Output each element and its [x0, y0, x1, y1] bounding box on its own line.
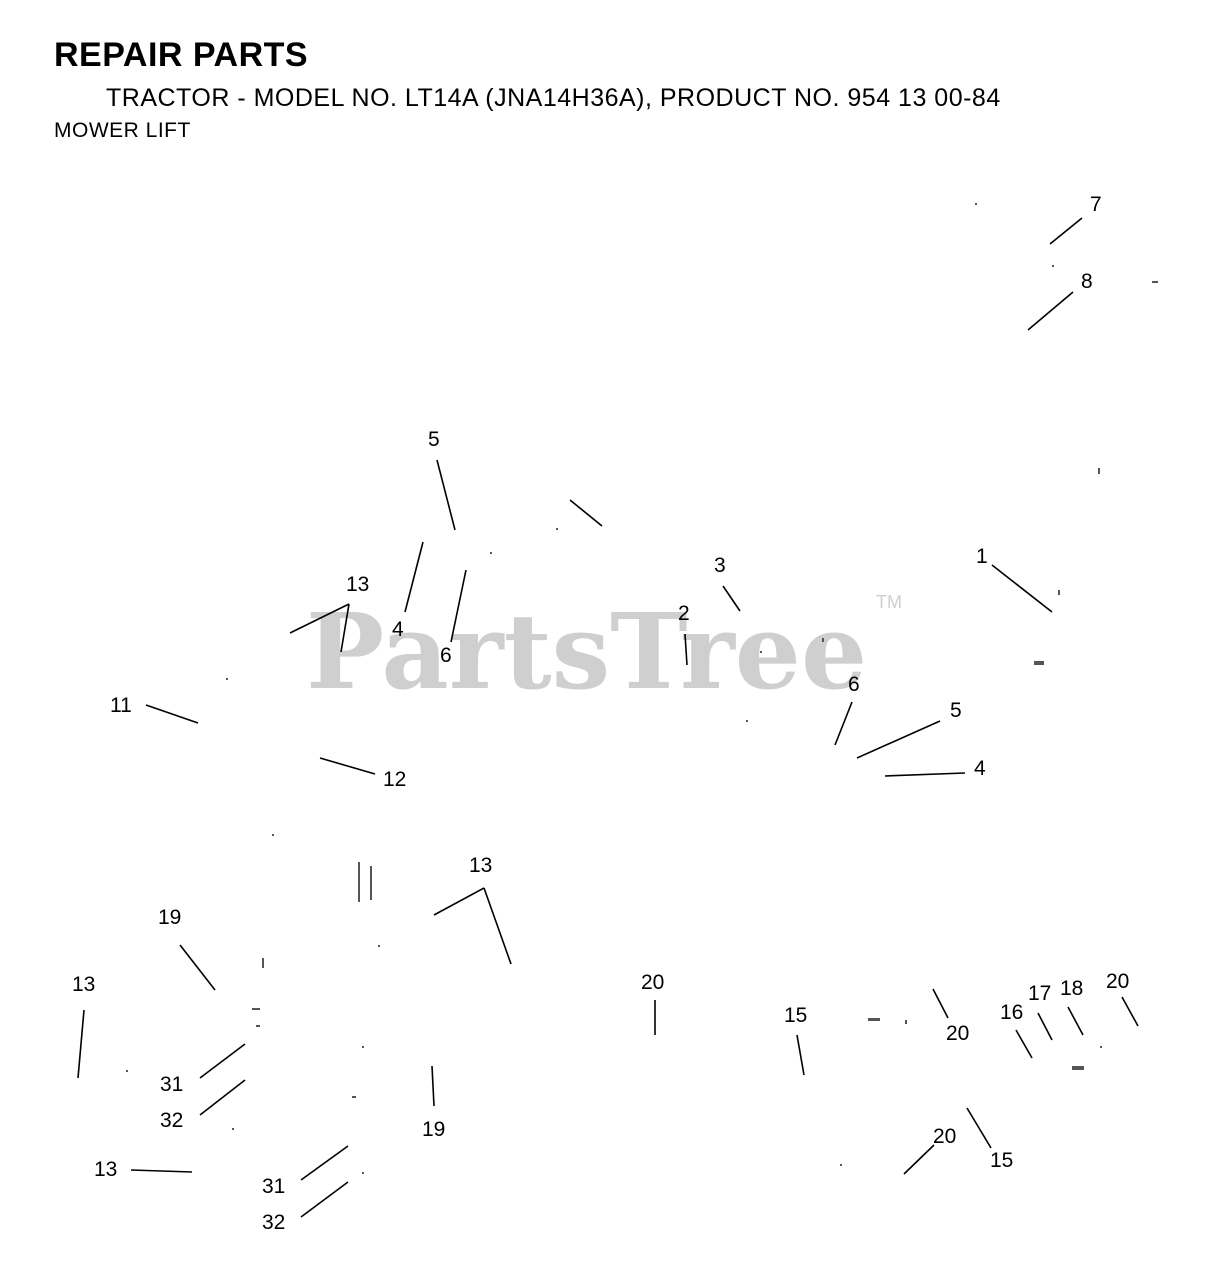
callout-11: 11	[110, 694, 132, 717]
callout-19: 19	[422, 1118, 445, 1141]
leader-20c	[1121, 996, 1139, 1027]
watermark-trademark: TM	[876, 592, 902, 612]
callout-16: 16	[1000, 1001, 1023, 1024]
leader-19a	[179, 944, 216, 991]
leader-13a-2	[340, 603, 350, 653]
callout-31: 31	[262, 1175, 285, 1198]
leader-15a	[796, 1034, 805, 1076]
leader-part-top	[569, 499, 603, 527]
leader-19b	[431, 1065, 435, 1107]
callout-7: 7	[1090, 193, 1102, 216]
leader-6a	[450, 569, 467, 643]
leader-15b	[966, 1107, 992, 1149]
callout-4: 4	[392, 618, 404, 641]
leader-1	[991, 564, 1053, 613]
leader-16	[1015, 1029, 1033, 1059]
leader-3	[722, 585, 741, 612]
leader-5a	[436, 459, 456, 531]
callout-4: 4	[974, 757, 986, 780]
callout-32: 32	[262, 1211, 285, 1234]
callout-15: 15	[990, 1149, 1013, 1172]
faint-artwork-specks	[126, 203, 1158, 1174]
leader-lines	[77, 217, 1139, 1218]
leader-8	[1027, 291, 1074, 331]
leader-4b	[884, 772, 966, 777]
page-title: REPAIR PARTS	[54, 36, 309, 74]
leader-2	[684, 633, 688, 666]
callout-20: 20	[641, 971, 664, 994]
callout-19: 19	[158, 906, 181, 929]
leader-31b	[300, 1145, 349, 1181]
callout-20: 20	[946, 1022, 969, 1045]
callout-1: 1	[976, 545, 988, 568]
callout-18: 18	[1060, 977, 1083, 1000]
callout-20: 20	[933, 1125, 956, 1148]
leader-31a	[199, 1043, 246, 1079]
watermark-logo: PartsTree	[306, 590, 867, 713]
leader-32b	[300, 1181, 349, 1218]
leader-20b	[932, 988, 949, 1019]
leader-17	[1037, 1012, 1053, 1041]
callout-5: 5	[428, 428, 440, 451]
leader-5b	[856, 720, 941, 759]
leader-13a-1	[289, 603, 350, 634]
callout-5: 5	[950, 699, 962, 722]
callout-6: 6	[440, 644, 452, 667]
leader-13b-2	[483, 887, 512, 965]
callout-31: 31	[160, 1073, 183, 1096]
callout-17: 17	[1028, 982, 1051, 1005]
callout-6: 6	[848, 673, 860, 696]
leader-7	[1049, 217, 1083, 245]
leader-11	[145, 704, 199, 724]
callout-12: 12	[383, 768, 406, 791]
callout-15: 15	[784, 1004, 807, 1027]
model-subtitle: TRACTOR - MODEL NO. LT14A (JNA14H36A), P…	[106, 84, 1001, 112]
callout-labels: 7 8 5 1 3 13 2 4 6 6 11 5 4 12 13 19 13 …	[72, 193, 1129, 1234]
callout-3: 3	[714, 554, 726, 577]
section-heading: MOWER LIFT	[54, 119, 191, 142]
callout-8: 8	[1081, 270, 1093, 293]
leader-13b-1	[433, 887, 485, 916]
callout-13: 13	[72, 973, 95, 996]
leader-13c	[77, 1009, 85, 1079]
callout-13: 13	[346, 573, 369, 596]
leader-6b	[834, 701, 853, 746]
leader-12	[319, 757, 376, 775]
leader-20d	[903, 1144, 935, 1175]
leader-32a	[199, 1079, 246, 1116]
leader-13d	[130, 1169, 193, 1173]
callout-20: 20	[1106, 970, 1129, 993]
callout-13: 13	[469, 854, 492, 877]
callout-13: 13	[94, 1158, 117, 1181]
leader-4a	[404, 541, 424, 613]
callout-2: 2	[678, 602, 690, 625]
callout-32: 32	[160, 1109, 183, 1132]
leader-18	[1067, 1006, 1084, 1036]
